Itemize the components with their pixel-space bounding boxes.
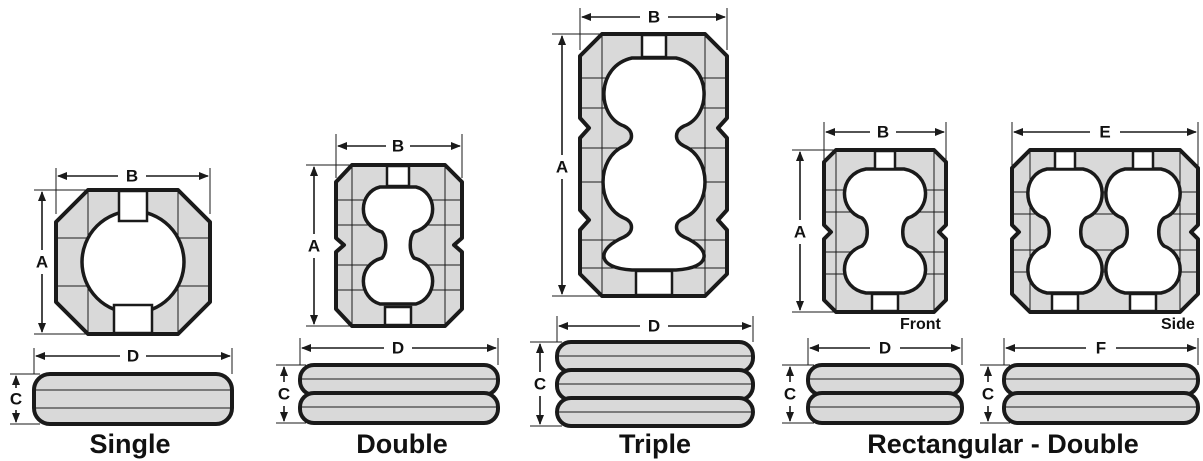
rectangular-dim-c-front-label: C <box>784 385 796 404</box>
single-dimension-a: A <box>34 189 88 335</box>
triple-dimension-b: B <box>579 8 728 50</box>
rectangular-side-profile <box>1002 363 1200 425</box>
rectangular-dim-a-label: A <box>794 223 806 242</box>
single-dim-c-label: C <box>10 390 22 409</box>
triple-dimension-c: C <box>530 341 562 427</box>
triple-grommet-top-view <box>578 32 729 298</box>
caption-double: Double <box>356 429 448 459</box>
rectangular-front-view: Front <box>822 148 948 333</box>
caption-single: Single <box>89 429 170 459</box>
rectangular-dimension-e: E <box>1011 122 1199 166</box>
double-dim-c-label: C <box>278 385 290 404</box>
rectangular-dimension-c-side: C <box>980 364 1010 424</box>
rectangular-dimension-f: F <box>1003 338 1199 365</box>
double-dim-d-label: D <box>392 339 404 358</box>
rectangular-side-view: Side <box>1010 148 1200 333</box>
double-dimension-c: C <box>276 364 306 424</box>
triple-dimension-d: D <box>556 316 754 342</box>
double-dimension-b: B <box>335 134 463 178</box>
rectangular-dim-f-label: F <box>1096 339 1106 358</box>
rectangular-dimension-c-front: C <box>782 364 814 424</box>
single-grommet-top-view <box>54 188 212 336</box>
triple-dim-c-label: C <box>534 375 546 394</box>
rectangular-dimension-a: A <box>792 149 836 313</box>
double-dim-b-label: B <box>392 137 404 156</box>
rectangular-dim-b-label: B <box>877 123 889 142</box>
rectangular-dim-c-side-label: C <box>982 385 994 404</box>
single-dim-a-label: A <box>36 253 48 272</box>
rectangular-dimension-d: D <box>807 338 963 365</box>
double-dim-a-label: A <box>308 237 320 256</box>
caption-rectangular-double: Rectangular - Double <box>867 429 1139 459</box>
triple-grommet-side-view <box>555 340 755 428</box>
rectangular-dim-e-label: E <box>1099 123 1110 142</box>
single-dimension-d: D <box>33 347 233 374</box>
triple-dim-b-label: B <box>648 8 660 27</box>
double-dimension-d: D <box>299 338 499 365</box>
double-grommet-top-view <box>334 163 464 328</box>
double-dimension-a: A <box>306 164 352 327</box>
single-dim-d-label: D <box>127 347 139 366</box>
rectangular-dimension-b: B <box>823 122 947 166</box>
rectangular-dim-d-label: D <box>879 339 891 358</box>
caption-triple: Triple <box>619 429 691 459</box>
triple-dim-a-label: A <box>556 158 568 177</box>
front-label: Front <box>900 316 942 333</box>
rectangular-front-side-view <box>806 363 964 425</box>
single-dimension-c: C <box>10 373 40 425</box>
side-label: Side <box>1161 316 1195 333</box>
single-grommet-side-view <box>32 372 234 426</box>
single-dim-b-label: B <box>126 167 138 186</box>
single-dimension-b: B <box>55 167 211 214</box>
triple-dim-d-label: D <box>648 317 660 336</box>
triple-dimension-a: A <box>552 33 602 297</box>
double-grommet-side-view <box>298 363 500 425</box>
